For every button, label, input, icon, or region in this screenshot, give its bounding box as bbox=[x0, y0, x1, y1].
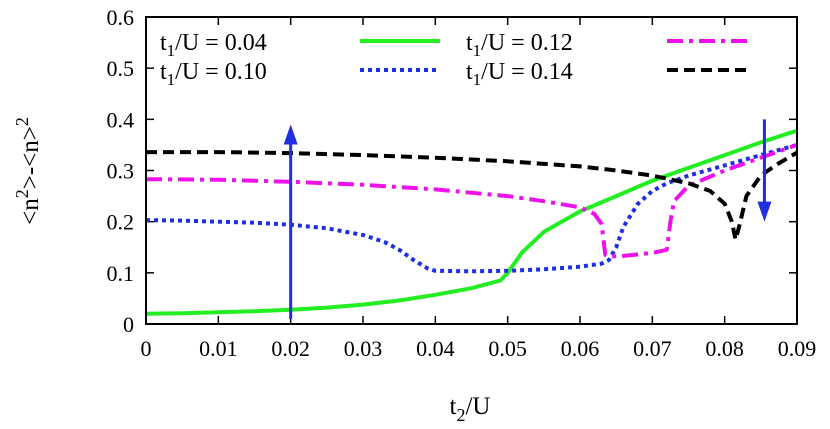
annotation-layer bbox=[283, 119, 772, 319]
y-tick-label: 0.1 bbox=[107, 261, 135, 286]
tick-labels: 0 0.01 0.02 0.03 0.04 0.05 0.06 0.07 0.08 0.09 0 0.… bbox=[107, 5, 817, 361]
y-tick-label: 0.6 bbox=[107, 5, 135, 30]
y-tick-label: 0.4 bbox=[107, 107, 135, 132]
x-tick-label: 0.01 bbox=[199, 336, 238, 361]
y-axis-label: <n2>-<n>2 bbox=[12, 117, 44, 225]
x-tick-label: 0 bbox=[141, 336, 152, 361]
x-tick-label: 0.09 bbox=[778, 336, 817, 361]
x-tick-label: 0.03 bbox=[344, 336, 383, 361]
x-tick-label: 0.08 bbox=[705, 336, 744, 361]
annotation-arrow-head-1 bbox=[283, 124, 298, 145]
y-tick-label: 0.5 bbox=[107, 56, 135, 81]
y-tick-label: 0 bbox=[123, 312, 134, 337]
x-tick-label: 0.04 bbox=[416, 336, 455, 361]
legend-label-3: t1/U = 0.10 bbox=[160, 59, 267, 89]
x-tick-label: 0.06 bbox=[561, 336, 600, 361]
series-line-3 bbox=[145, 143, 798, 259]
y-tick-label: 0.2 bbox=[107, 210, 135, 235]
annotation-arrow-head-2 bbox=[757, 201, 772, 222]
x-tick-label: 0.07 bbox=[633, 336, 672, 361]
x-tick-label: 0.02 bbox=[271, 336, 310, 361]
x-axis-label: t2/U bbox=[450, 393, 491, 425]
x-tick-label: 0.05 bbox=[488, 336, 527, 361]
legend-label-1: t1/U = 0.04 bbox=[160, 30, 267, 60]
legend: t1/U = 0.04 t1/U = 0.12 t1/U = 0.10 t1/U… bbox=[160, 30, 747, 89]
axis-ticks bbox=[145, 16, 798, 325]
series-line-1 bbox=[145, 128, 798, 316]
legend-label-4: t1/U = 0.14 bbox=[466, 59, 573, 89]
y-tick-label: 0.3 bbox=[107, 159, 135, 184]
series-layer bbox=[145, 128, 799, 316]
series-line-4 bbox=[146, 150, 799, 242]
series-line-2 bbox=[145, 142, 798, 274]
legend-label-2: t1/U = 0.12 bbox=[466, 30, 573, 60]
plot-frame bbox=[145, 16, 798, 325]
